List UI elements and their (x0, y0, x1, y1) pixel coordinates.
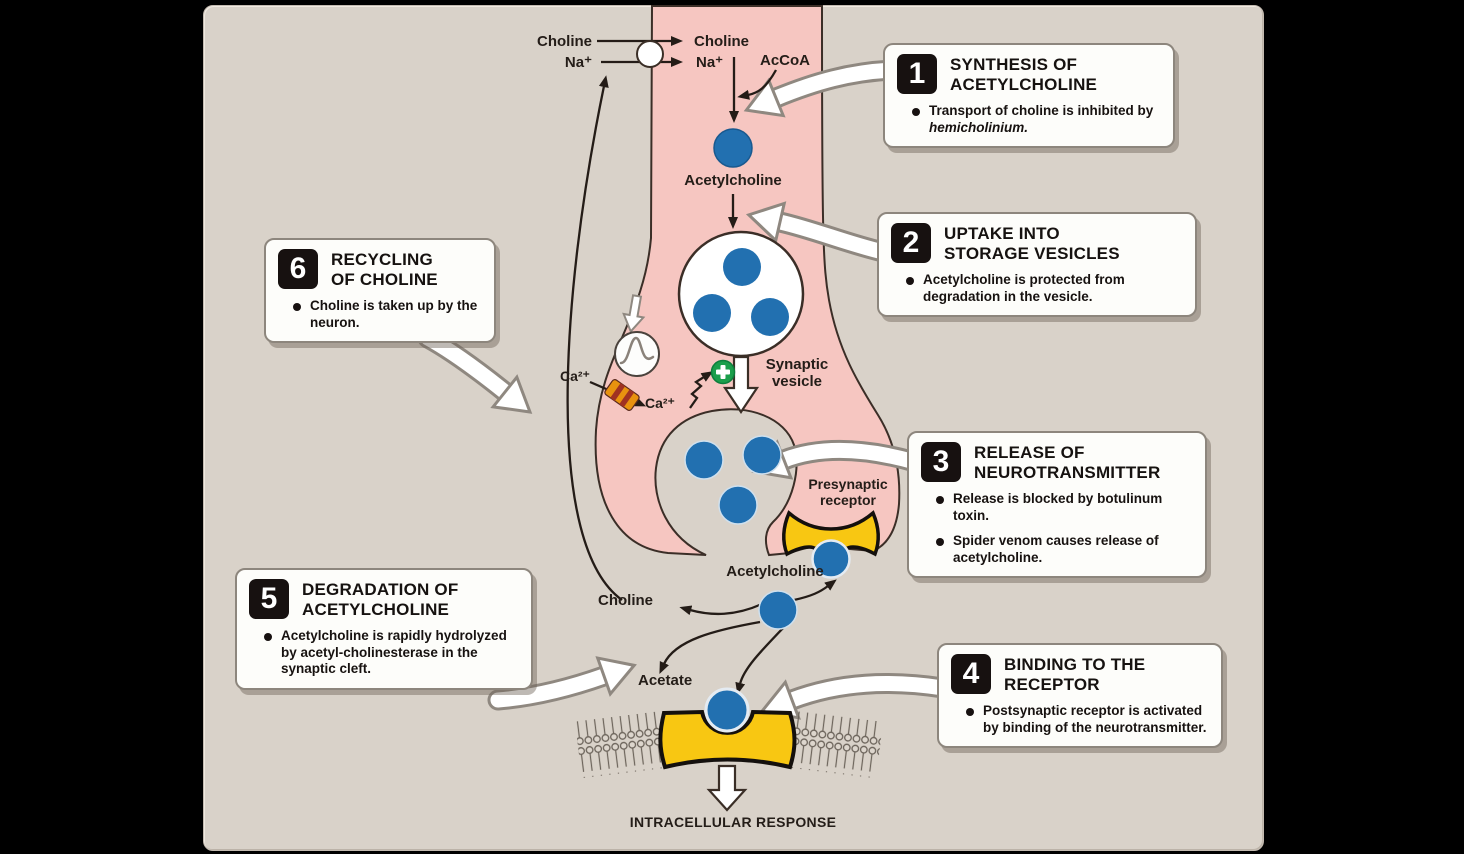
lipid-bilayer-left (574, 710, 670, 779)
label-choline-inside: Choline (694, 33, 749, 50)
label-accoa: AcCoA (760, 52, 811, 69)
action-potential-direction-arrow (622, 294, 646, 334)
step-6-title: RECYCLING OF CHOLINE (331, 250, 438, 289)
callout-step-5: 5 DEGRADATION OF ACETYLCHOLINE Acetylcho… (235, 568, 533, 690)
step-3-bullet-2: Spider venom causes release of acetylcho… (935, 533, 1193, 566)
action-potential-spike (619, 336, 655, 365)
step-4-number: 4 (951, 654, 991, 694)
callout-arrows (417, 59, 954, 720)
callout-step-6: 6 RECYCLING OF CHOLINE Choline is taken … (264, 238, 496, 343)
ach-to-presynaptic-arrow (793, 579, 837, 602)
vesicle-ach-3 (751, 298, 789, 336)
postsynaptic-receptor-shape (658, 709, 797, 770)
presynaptic-receptor-shape (782, 510, 880, 557)
cavity-ach-1 (684, 440, 724, 480)
label-acetylcholine-top: Acetylcholine (684, 172, 782, 189)
step-4-title: BINDING TO THE RECEPTOR (1004, 655, 1146, 694)
acetylcholine-molecule (713, 128, 753, 168)
label-sodium-outside: Na⁺ (564, 54, 592, 71)
label-calcium-outside: Ca²⁺ (560, 368, 590, 384)
postsynaptic-bound-ach (704, 687, 750, 733)
arrow-step2 (745, 201, 894, 263)
vesicle-transit-arrow (722, 355, 760, 414)
calcium-signal-zigzag (689, 371, 714, 409)
label-choline-outside: Choline (537, 33, 592, 50)
label-sodium-inside: Na⁺ (696, 54, 724, 71)
ach-to-postsynaptic-arrow (735, 624, 787, 695)
presynaptic-bound-ach (811, 539, 851, 579)
cavity-ach-2 (742, 435, 782, 475)
step-2-number: 2 (891, 223, 931, 263)
action-potential-icon (614, 331, 660, 377)
step-6-bullet: Choline is taken up by the neuron. (292, 298, 482, 331)
step-1-number: 1 (897, 54, 937, 94)
step-6-number: 6 (278, 249, 318, 289)
arrow-step5 (487, 656, 637, 711)
intracellular-response-arrow (706, 764, 748, 812)
step-3-number: 3 (921, 442, 961, 482)
label-calcium-inside: Ca²⁺ (645, 395, 675, 411)
step-1-bullet: Transport of choline is inhibited by hem… (911, 103, 1161, 136)
ach-to-choline-arrow (679, 602, 763, 616)
callout-step-3: 3 RELEASE OF NEUROTRANSMITTER Release is… (907, 431, 1207, 578)
vesicle-ach-2 (693, 294, 731, 332)
choline-transporter (636, 40, 664, 68)
step-3-bullet-1: Release is blocked by botulinum toxin. (935, 491, 1193, 524)
lipid-bilayer-right (784, 710, 884, 779)
recycling-line (566, 75, 623, 601)
calcium-channel (604, 379, 640, 411)
label-synaptic-vesicle: Synaptic vesicle (765, 356, 829, 390)
arrow-step4 (759, 673, 954, 720)
label-acetate: Acetate (638, 672, 693, 689)
vesicle-ach-1 (723, 248, 761, 286)
step-5-title: DEGRADATION OF ACETYLCHOLINE (302, 580, 459, 619)
label-choline-cleft: Choline (598, 592, 653, 609)
arrow-step1 (743, 59, 904, 118)
step-4-bullet: Postsynaptic receptor is activated by bi… (965, 703, 1209, 736)
cleft-ach-molecule (758, 590, 798, 630)
arrow-step6 (417, 327, 533, 414)
step-2-title: UPTAKE INTO STORAGE VESICLES (944, 224, 1120, 263)
step-3-title: RELEASE OF NEUROTRANSMITTER (974, 443, 1161, 482)
label-acetylcholine-cleft: Acetylcholine (726, 563, 824, 580)
plus-icon-v (720, 365, 726, 379)
cavity-ach-3 (718, 485, 758, 525)
step-2-bullet: Acetylcholine is protected from degradat… (905, 272, 1183, 305)
step-1-title: SYNTHESIS OF ACETYLCHOLINE (950, 55, 1098, 94)
step-5-bullet: Acetylcholine is rapidly hydrolyzed by a… (263, 628, 519, 678)
callout-step-2: 2 UPTAKE INTO STORAGE VESICLES Acetylcho… (877, 212, 1197, 317)
arrow-step3 (751, 439, 926, 480)
accoa-arrow (737, 69, 778, 100)
ach-to-acetate-arrow (659, 620, 761, 674)
step-5-number: 5 (249, 579, 289, 619)
callout-step-4: 4 BINDING TO THE RECEPTOR Postsynaptic r… (937, 643, 1223, 748)
callout-step-1: 1 SYNTHESIS OF ACETYLCHOLINE Transport o… (883, 43, 1175, 148)
label-presynaptic-receptor: Presynaptic receptor (808, 476, 888, 508)
label-intracellular-response: INTRACELLULAR RESPONSE (629, 814, 837, 830)
